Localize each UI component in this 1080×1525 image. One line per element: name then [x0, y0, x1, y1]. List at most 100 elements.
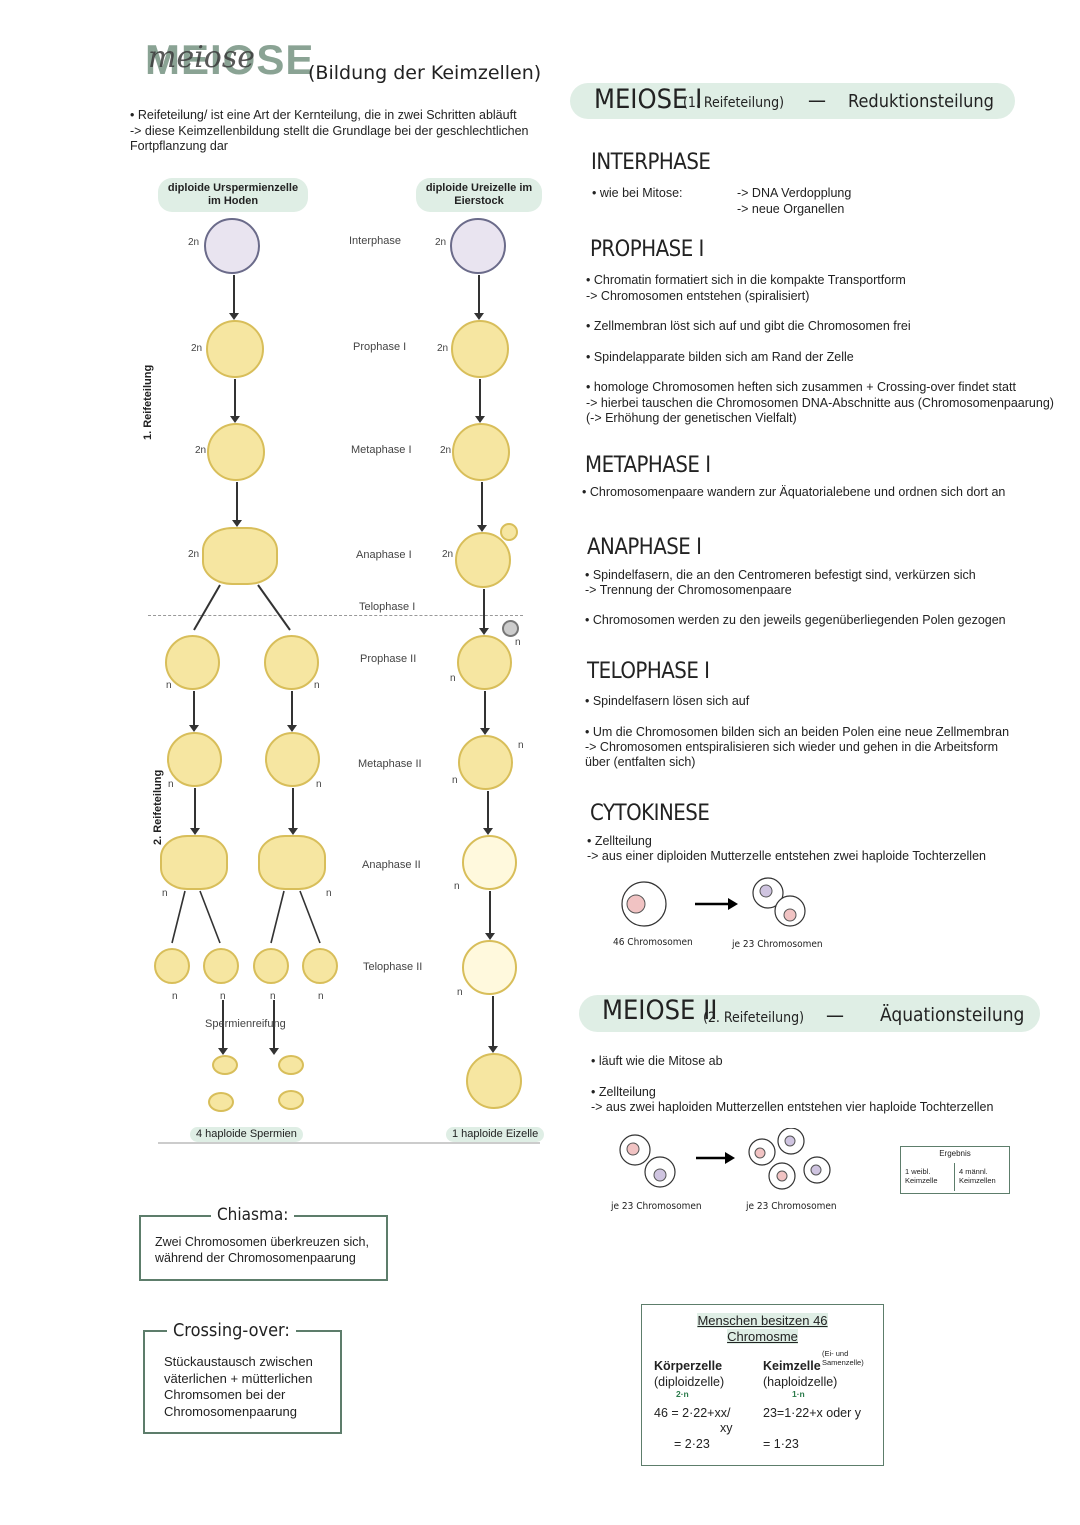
keimzelle-heading: Keimzelle: [763, 1359, 821, 1373]
heading-anaphase-1: ANAPHASE I: [587, 535, 702, 560]
ploidy-label: n: [270, 991, 276, 1002]
heading-cytokinese: CYTOKINESE: [590, 801, 710, 826]
arrow-12: [189, 691, 199, 732]
arrow-8: [480, 691, 490, 735]
pill-ureizelle: diploide Ureizelle im Eierstock: [416, 178, 542, 212]
ploidy-label: n: [314, 680, 320, 691]
cell-telophase2-1: [154, 948, 190, 984]
cytokinese-line-2: -> aus einer diploiden Mutterzelle entst…: [587, 849, 986, 863]
ergebnis-title: Ergebnis: [939, 1149, 971, 1158]
ploidy-label: n: [166, 680, 172, 691]
cell-anaphase2-a: [160, 835, 228, 890]
arrow-7: [479, 589, 489, 635]
stage-prophase-1: Prophase I: [353, 341, 407, 353]
heading-interphase: INTERPHASE: [591, 150, 711, 175]
arrow-6: [477, 482, 487, 532]
intro-line-2: -> diese Keimzellenbildung stellt die Gr…: [130, 123, 529, 154]
cell-anaphase1-left: [202, 527, 278, 585]
arrow-14: [190, 788, 200, 835]
ploidy-label: n: [450, 673, 456, 684]
stage-anaphase-2: Anaphase II: [362, 859, 421, 871]
ploidy-label: n: [172, 991, 178, 1002]
ploidy-label: n: [162, 888, 168, 899]
meiose2-sub: (2. Reifeteilung): [703, 1010, 805, 1026]
koerperzelle-formula-1: 46 = 2·22+xx/: [654, 1406, 731, 1420]
cell-prophase2-b: [264, 635, 319, 690]
ploidy-label: n: [452, 775, 458, 786]
ploidy-label: 2n: [188, 549, 200, 560]
anaphase-line-1: • Spindelfasern, die an den Centromeren …: [585, 568, 976, 582]
crossing-over-title: Crossing-over:: [167, 1320, 296, 1341]
ploidy-label: 2n: [440, 445, 452, 456]
arrow-11: [488, 996, 498, 1053]
interphase-left: • wie bei Mitose:: [592, 186, 683, 200]
anaphase-line-2: -> Trennung der Chromosomenpaare: [585, 583, 792, 597]
chiasma-text: Zwei Chromosomen überkreuzen sich, währe…: [155, 1235, 369, 1265]
human-chromosome-box: Menschen besitzen 46 Chromosme Körperzel…: [641, 1304, 884, 1466]
meiose1-sub: (1. Reifeteilung): [683, 95, 785, 111]
ploidy-label: n: [326, 888, 332, 899]
metaphase-line-1: • Chromosomenpaare wandern zur Äquatoria…: [582, 485, 1006, 499]
meiose1-title: MEIOSE I: [594, 84, 703, 115]
page-title: MEIOSE: [145, 36, 315, 83]
meiose2-caption-1: je 23 Chromosomen: [611, 1201, 702, 1212]
result-spermien: 4 haploide Spermien: [190, 1127, 303, 1142]
meiose2-banner: [579, 995, 1040, 1032]
arrow-3: [232, 482, 242, 527]
result-eizelle: 1 haploide Eizelle: [446, 1127, 545, 1142]
arrow-10: [485, 891, 495, 940]
arrow-1: [229, 275, 239, 320]
keimzelle-sub: (haploidzelle): [763, 1375, 838, 1389]
keimzelle-note: (Ei- und Samenzelle): [822, 1349, 864, 1367]
sperm-2: [208, 1092, 234, 1112]
human-title: Menschen besitzen 46 Chromosme: [642, 1313, 883, 1345]
arrow-2: [230, 379, 240, 423]
interphase-r1: -> DNA Verdopplung: [737, 186, 852, 200]
intro-line-1: • Reifeteilung/ ist eine Art der Kerntei…: [130, 108, 517, 122]
ergebnis-box: Ergebnis 1 weibl. Keimzelle 4 männl. Kei…: [900, 1146, 1010, 1194]
telophase-line-2: • Um die Chromosomen bilden sich an beid…: [585, 725, 1010, 739]
cell-prophase2-a: [165, 635, 220, 690]
heading-telophase-1: TELOPHASE I: [587, 659, 710, 684]
prophase-line-3: • Zellmembran löst sich auf und gibt die…: [586, 319, 911, 333]
koerperzelle-formula-3: = 2·23: [674, 1437, 710, 1451]
stage-interphase: Interphase: [349, 235, 401, 247]
meiose2-line-1: • läuft wie die Mitose ab: [591, 1054, 723, 1068]
cell-interphase-left: [204, 218, 260, 274]
chiasma-title: Chiasma:: [211, 1205, 295, 1225]
page-subtitle: (Bildung der Keimzellen): [308, 62, 542, 84]
sperm-1: [212, 1055, 238, 1075]
cell-metaphase1-left: [207, 423, 265, 481]
ploidy-label: 2n: [437, 343, 449, 354]
cell-prophase2-right: [457, 635, 512, 690]
prophase-line-1: • Chromatin formatiert sich in die kompa…: [586, 273, 906, 287]
stage-metaphase-2: Metaphase II: [358, 758, 422, 770]
prophase-line-6: -> hierbei tauschen die Chromosomen DNA-…: [586, 396, 1054, 410]
cell-telophase2-right: [462, 940, 517, 995]
stage-telophase-1: Telophase I: [359, 601, 416, 613]
arrow-17: [269, 1000, 279, 1055]
meiose2-dash: —: [826, 1003, 844, 1027]
arrow-16: [218, 1000, 228, 1055]
keimzelle-n: 1·n: [792, 1389, 805, 1399]
koerperzelle-n: 2·n: [676, 1389, 689, 1399]
sperm-3: [278, 1055, 304, 1075]
meiose2-line-3: -> aus zwei haploiden Mutterzellen entst…: [591, 1100, 994, 1114]
ergebnis-divider: [954, 1163, 955, 1191]
stage-telophase-2: Telophase II: [363, 961, 423, 973]
cytokinese-caption-1: 46 Chromosomen: [613, 937, 693, 948]
prophase-line-7: (-> Erhöhung der genetischen Vielfalt): [586, 411, 797, 425]
polar-body-2: [502, 620, 519, 637]
cytokinese-caption-2: je 23 Chromosomen: [732, 939, 823, 950]
stage-metaphase-1: Metaphase I: [351, 444, 412, 456]
human-title-2: Chromosme: [727, 1329, 798, 1344]
keimzelle-formula-3: = 1·23: [763, 1437, 799, 1451]
cell-prophase1-left: [206, 320, 264, 378]
pill-urspermienzelle: diploide Urspermienzelle im Hoden: [158, 178, 308, 212]
koerperzelle-heading: Körperzelle: [654, 1359, 723, 1373]
ploidy-label: 2n: [195, 445, 207, 456]
arrow-9: [483, 791, 493, 835]
telophase-line-4: über (entfalten sich): [585, 755, 696, 769]
meiose2-title: MEIOSE II: [602, 995, 718, 1026]
meiose1-dash: —: [808, 88, 826, 112]
